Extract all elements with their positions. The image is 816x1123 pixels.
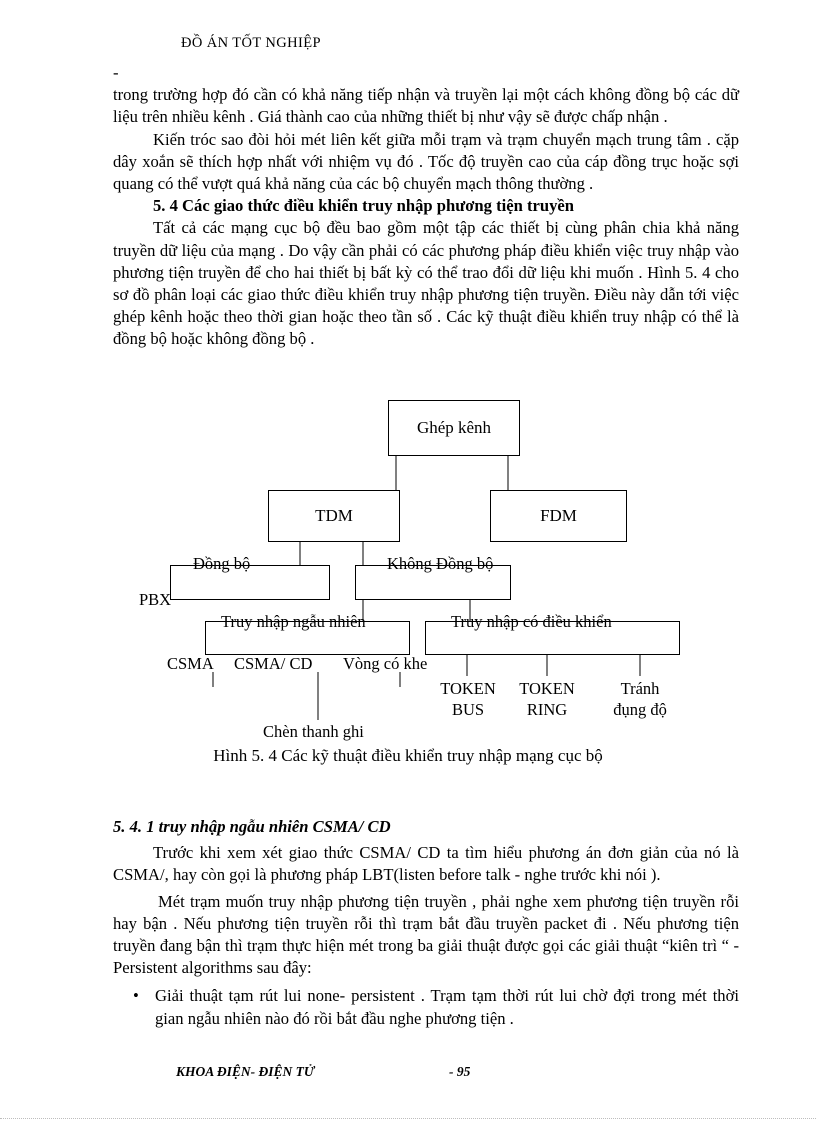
paragraph-3: Tất cả các mạng cục bộ đều bao gồm một t…	[113, 218, 739, 349]
diagram-box-truy-nhap-co-dieu-khien	[425, 621, 680, 655]
bullet-marker: •	[133, 986, 139, 1006]
page-bottom-dotted-line	[0, 1118, 816, 1119]
diagram-label-fdm: FDM	[540, 506, 577, 525]
diagram-label-token-ring: TOKEN RING	[519, 679, 575, 719]
diagram-label-csma: CSMA	[167, 654, 214, 673]
diagram-label-tranh-dung-do: Tránh đụng độ	[613, 679, 667, 719]
figure-caption: Hình 5. 4 Các kỹ thuật điều khiển truy n…	[213, 746, 603, 765]
section-heading-5-4-1: 5. 4. 1 truy nhập ngẫu nhiên CSMA/ CD	[113, 817, 391, 836]
footer-page-number: - 95	[449, 1064, 471, 1079]
diagram-label-tdm: TDM	[315, 506, 353, 525]
section-heading-5-4: 5. 4 Các giao thức điều khiển truy nhập …	[153, 196, 574, 216]
diagram-label-ghep-kenh: Ghép kênh	[416, 418, 492, 437]
diagram-box-fdm: FDM	[490, 490, 627, 542]
diagram-label-truy-nhap-ngau-nhien: Truy nhập ngẫu nhiên	[221, 612, 366, 631]
bullet-item: • Giải thuật tạm rút lui none- persisten…	[113, 985, 739, 1029]
diagram-box-dong-bo	[170, 565, 330, 600]
diagram-label-khong-dong-bo: Không Đồng bộ	[387, 554, 494, 573]
diagram-label-chen-thanh-ghi: Chèn thanh ghi	[263, 722, 364, 741]
body-text-top: - trong trường hợp đó cần có khả năng ti…	[113, 62, 739, 351]
paragraph-4: Trước khi xem xét giao thức CSMA/ CD ta …	[113, 843, 739, 885]
paragraph-5: Mét trạm muốn truy nhập phương tiện truy…	[113, 891, 739, 978]
diagram-box-khong-dong-bo	[355, 565, 511, 600]
diagram-box-ghep-kenh: Ghép kênh	[388, 400, 520, 456]
diagram-label-vong-co-khe: Vòng có khe	[343, 654, 428, 673]
diagram-label-token-bus: TOKEN BUS	[440, 679, 496, 719]
body-text-bottom: 5. 4. 1 truy nhập ngẫu nhiên CSMA/ CD Tr…	[113, 816, 739, 1030]
diagram-label-pbx: PBX	[139, 590, 172, 609]
paragraph-1: trong trường hợp đó cần có khả năng tiếp…	[113, 85, 739, 127]
diagram-label-truy-nhap-co-dieu-khien: Truy nhập có điều khiển	[451, 612, 612, 631]
stray-dash: -	[113, 63, 119, 82]
diagram-label-dong-bo: Đồng bộ	[193, 554, 251, 573]
diagram-label-csma-cd: CSMA/ CD	[234, 654, 313, 673]
bullet-text: Giải thuật tạm rút lui none- persistent …	[155, 986, 739, 1028]
page-header-title: ĐỒ ÁN TỐT NGHIỆP	[181, 35, 321, 51]
footer-department: KHOA ĐIỆN- ĐIỆN TỬ	[176, 1064, 315, 1079]
diagram-box-tdm: TDM	[268, 490, 400, 542]
paragraph-2: Kiến tróc sao đòi hỏi mét liên kết giữa …	[113, 129, 739, 194]
diagram-box-truy-nhap-ngau-nhien	[205, 621, 410, 655]
